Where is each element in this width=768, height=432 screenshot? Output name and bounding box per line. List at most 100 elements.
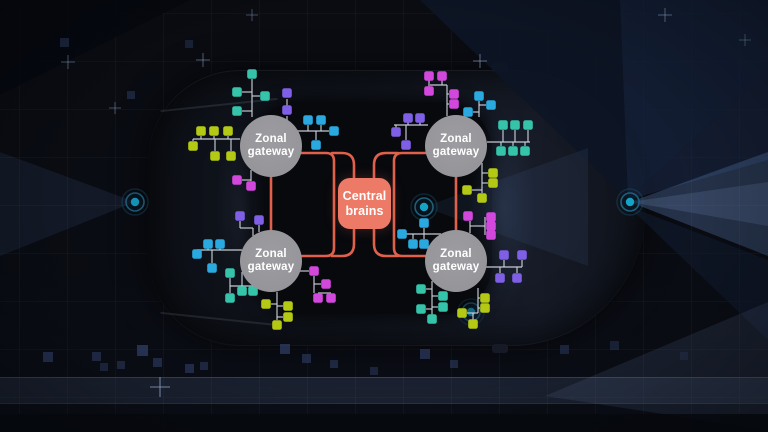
pixel-decor-square: [100, 363, 108, 371]
device-node-cyan: [397, 229, 407, 239]
pixel-decor-square: [370, 367, 378, 375]
device-node-lime: [209, 126, 219, 136]
pixel-decor-square: [680, 352, 688, 360]
pixel-decor-square: [610, 341, 619, 350]
gateway-label-line2: gateway: [247, 261, 295, 273]
sensor-marker-dot-icon: [466, 307, 476, 317]
device-node-teal: [427, 314, 437, 324]
sensor-marker-outer-ring-icon: [616, 188, 644, 216]
device-node-purple: [517, 250, 527, 260]
device-node-lime: [223, 126, 233, 136]
device-node-teal: [247, 69, 257, 79]
car-mirror-right: [492, 344, 508, 353]
sensor-marker-dot-icon: [130, 197, 140, 207]
device-node-magenta: [321, 279, 331, 289]
device-node-lime: [272, 320, 282, 330]
device-node-cyan: [486, 100, 496, 110]
device-node-magenta: [486, 230, 496, 240]
device-node-teal: [438, 302, 448, 312]
device-node-teal: [248, 286, 258, 296]
pixel-decor-square: [153, 358, 162, 367]
device-node-cyan: [207, 263, 217, 273]
device-node-lime: [480, 303, 490, 313]
device-node-cyan: [316, 115, 326, 125]
network-ring-line: [330, 151, 356, 182]
device-node-purple: [499, 250, 509, 260]
device-node-teal: [225, 293, 235, 303]
device-node-magenta: [486, 212, 496, 222]
device-node-purple: [403, 113, 413, 123]
device-node-lime: [283, 312, 293, 322]
zonal-gateway-bottom-right: Zonal gateway: [425, 230, 487, 292]
network-ring-line: [372, 151, 400, 182]
network-ring-line: [269, 151, 336, 258]
device-node-magenta: [486, 221, 496, 231]
device-node-teal: [416, 304, 426, 314]
device-node-magenta: [437, 71, 447, 81]
device-node-magenta: [449, 89, 459, 99]
device-node-lime: [477, 193, 487, 203]
device-node-teal: [438, 291, 448, 301]
pixel-decor-square: [200, 362, 208, 370]
device-node-lime: [261, 299, 271, 309]
device-node-purple: [254, 215, 264, 225]
central-brains-label-line2: brains: [345, 203, 384, 218]
device-node-magenta: [424, 86, 434, 96]
device-node-teal: [510, 120, 520, 130]
device-node-purple: [235, 211, 245, 221]
device-node-teal: [496, 146, 506, 156]
device-node-teal: [508, 146, 518, 156]
pixel-decor-square: [420, 349, 430, 359]
device-node-purple: [415, 113, 425, 123]
sensor-marker-outer-ring-icon: [121, 188, 149, 216]
device-node-purple: [495, 273, 505, 283]
pixel-decor-square: [560, 345, 569, 354]
sensor-marker-dot-icon: [419, 202, 429, 212]
network-ring-line: [330, 227, 356, 258]
device-node-cyan: [408, 239, 418, 249]
gateway-label-line1: Zonal: [440, 133, 472, 145]
sensor-marker-dot-icon: [625, 197, 635, 207]
device-node-teal: [260, 91, 270, 101]
device-node-cyan: [215, 239, 225, 249]
device-node-lime: [462, 185, 472, 195]
device-node-lime: [488, 168, 498, 178]
device-node-lime: [283, 301, 293, 311]
pixel-decor-square: [185, 364, 194, 373]
device-node-magenta: [424, 71, 434, 81]
pixel-decor-square: [302, 354, 311, 363]
device-node-purple: [282, 105, 292, 115]
device-node-purple: [512, 273, 522, 283]
zonal-gateway-top-left: Zonal gateway: [240, 115, 302, 177]
pixel-decor-square: [450, 360, 458, 368]
device-node-teal: [232, 87, 242, 97]
device-node-magenta: [232, 175, 242, 185]
device-node-purple: [282, 88, 292, 98]
device-node-cyan: [419, 218, 429, 228]
pixel-decor-square: [127, 91, 135, 99]
gateway-label-line1: Zonal: [255, 248, 287, 260]
device-node-cyan: [474, 91, 484, 101]
device-node-lime: [457, 308, 467, 318]
gateway-label-line2: gateway: [247, 146, 295, 158]
device-node-cyan: [303, 115, 313, 125]
device-node-teal: [237, 286, 247, 296]
device-node-magenta: [449, 99, 459, 109]
pixel-decor-square: [60, 38, 69, 47]
pixel-decor-square: [137, 345, 148, 356]
device-node-lime: [468, 319, 478, 329]
device-node-lime: [196, 126, 206, 136]
device-node-teal: [416, 284, 426, 294]
device-node-lime: [488, 178, 498, 188]
device-node-purple: [401, 140, 411, 150]
pixel-decor-square: [92, 352, 101, 361]
pixel-decor-square: [185, 40, 193, 48]
gateway-label-line1: Zonal: [255, 133, 287, 145]
device-node-cyan: [329, 126, 339, 136]
device-node-cyan: [192, 249, 202, 259]
device-node-magenta: [309, 266, 319, 276]
central-brains-node: Central brains: [338, 178, 391, 229]
device-node-lime: [480, 293, 490, 303]
central-brains-label-line1: Central: [342, 188, 387, 203]
